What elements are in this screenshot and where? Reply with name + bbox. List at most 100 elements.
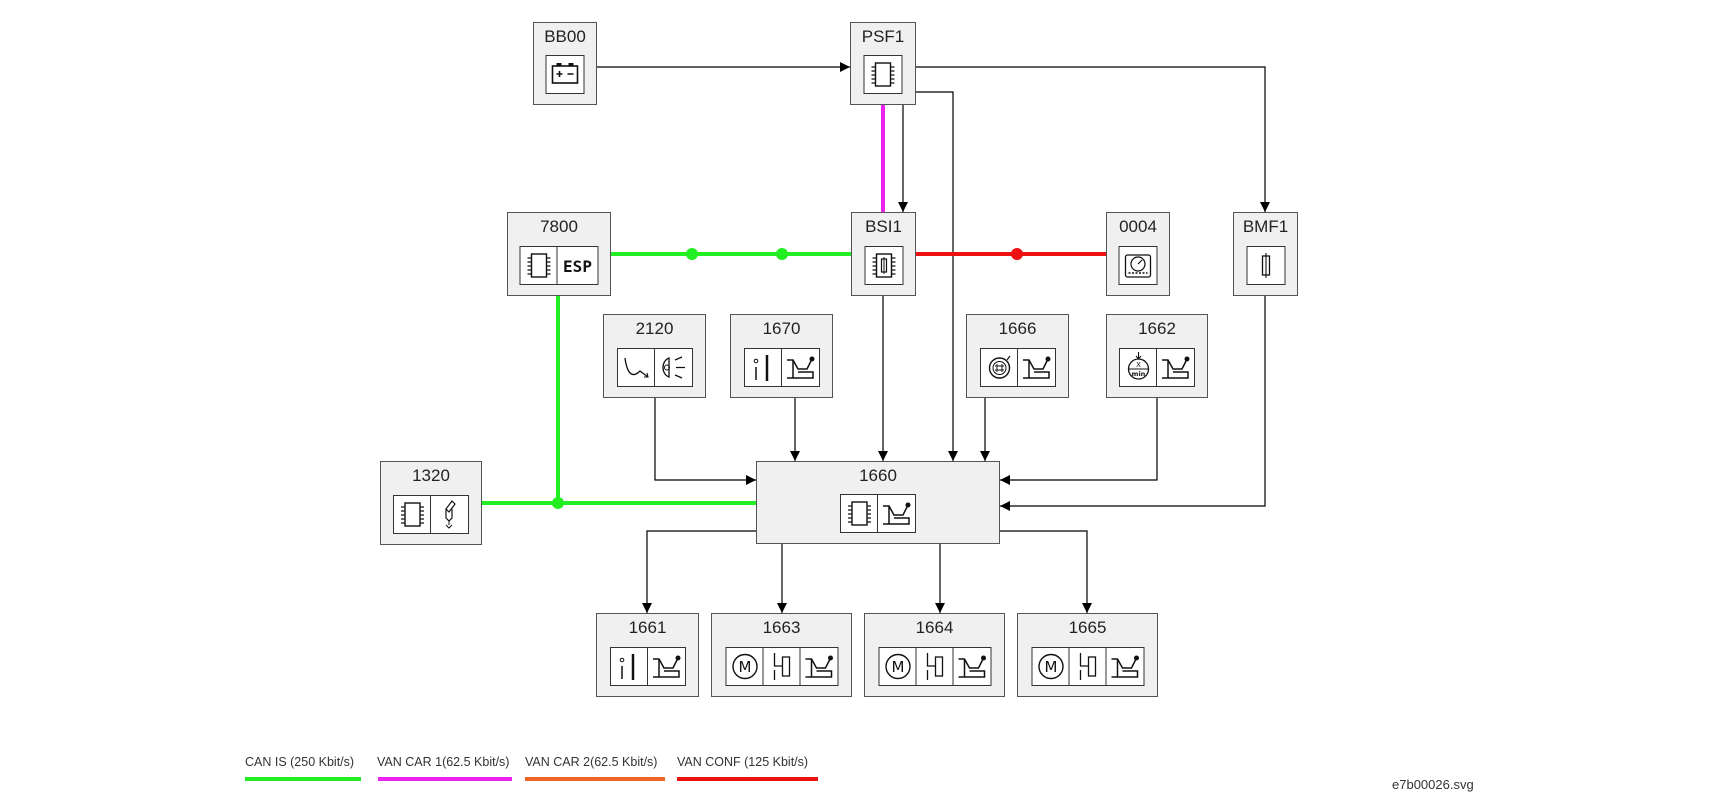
legend-line-van-conf [677,777,818,781]
ecu-chip-icon [521,247,558,284]
wire-1660-1665 [1000,530,1092,613]
icon-strip [864,246,903,285]
icon-strip: M [725,647,838,686]
node-2120[interactable]: 2120 [603,314,706,398]
node-label: 1670 [762,319,801,338]
node-label: 1660 [859,466,897,485]
node-7800[interactable]: 7800 ESP [507,212,611,296]
legend-line-van-car-1 [378,777,512,781]
wire-bmf1-1660 [1000,296,1266,511]
node-label: BSI1 [865,217,902,236]
node-label: 0004 [1119,217,1157,236]
node-bsi1[interactable]: BSI1 [851,212,916,296]
light-sensor-icon [618,349,655,386]
speed-selector-text-top: X [1136,361,1141,369]
instrument-panel-icon [1120,247,1157,284]
icon-strip: M [878,647,991,686]
node-1320[interactable]: 1320 [380,461,482,545]
node-1663[interactable]: 1663 M [711,613,852,697]
relay-icon [916,648,953,685]
wire-psf1-1660 [916,91,958,461]
wire-1662-1660 [1000,398,1158,485]
horn-icon [1106,648,1143,685]
icon-strip [979,348,1056,387]
horn-icon [878,495,915,532]
ecu-chip-icon [841,495,878,532]
horn-icon [1018,349,1055,386]
node-label: 1665 [1068,618,1107,637]
legend-label-van-conf: VAN CONF (125 Kbit/s) [677,755,809,769]
icon-strip: M [1031,647,1144,686]
node-label: 1664 [915,618,954,637]
icon-strip [609,647,686,686]
switch-icon [611,648,648,685]
node-psf1[interactable]: PSF1 [850,22,916,105]
wire-psf1-bmf1 [916,66,1270,212]
motor-icon-text: M [1044,658,1057,676]
motor-icon-text: M [738,658,751,676]
node-1661[interactable]: 1661 [596,613,699,697]
can-is-junction [686,248,698,260]
switch-icon [745,349,782,386]
legend-label-van-car-2: VAN CAR 2(62.5 Kbit/s) [525,755,658,769]
relay-icon [1069,648,1106,685]
node-label: 1662 [1138,319,1176,338]
can-is-junction [776,248,788,260]
ecu-chip-icon [394,496,431,533]
icon-strip [616,348,693,387]
icon-strip [863,55,903,94]
esp-icon: ESP [558,247,598,284]
node-label: BB00 [544,27,586,46]
horn-icon [1157,349,1194,386]
relay-icon [763,648,800,685]
node-0004[interactable]: 0004 [1106,212,1170,296]
legend-label-can-is: CAN IS (250 Kbit/s) [245,755,355,769]
ecu-chip-icon [865,56,902,93]
wire-1660-1661 [642,530,756,613]
wire-2120-1660 [654,398,756,485]
node-1670[interactable]: 1670 [730,314,833,398]
battery-icon [547,56,584,93]
filename-label: e7b00026.svg [1392,777,1474,792]
node-1665[interactable]: 1665 M [1017,613,1158,697]
ecu-fuse-icon [865,247,902,284]
node-bmf1[interactable]: BMF1 [1233,212,1298,296]
legend-line-van-car-2 [525,777,665,781]
rain-sensor-icon [981,349,1018,386]
icon-strip [840,494,916,533]
node-1660[interactable]: 1660 [756,461,1000,544]
motor-icon: M [1032,648,1069,685]
node-label: 1320 [412,466,450,485]
legend-label-van-car-1: VAN CAR 1(62.5 Kbit/s) [377,755,510,769]
horn-icon [782,349,819,386]
node-label: BMF1 [1242,217,1289,236]
node-label: 2120 [635,319,674,338]
motor-icon: M [726,648,763,685]
node-bb00[interactable]: BB00 [533,22,597,105]
van-conf-junction [1011,248,1023,260]
horn-icon [800,648,837,685]
motor-icon-text: M [891,658,904,676]
icon-strip [1118,246,1158,285]
horn-icon [648,648,685,685]
fuse-icon [1247,247,1284,284]
icon-strip [743,348,820,387]
legend-line-can-is [245,777,361,781]
can-is-junction [552,497,564,509]
node-1664[interactable]: 1664 M [864,613,1005,697]
node-label: 1666 [998,319,1037,338]
icon-strip [1246,246,1285,285]
node-1666[interactable]: 1666 [966,314,1069,398]
injector-icon [431,496,468,533]
node-label: 1663 [762,618,801,637]
horn-icon [953,648,990,685]
speed-selector-text-bottom: min [1132,370,1146,378]
node-label: 7800 [540,217,578,236]
node-label: 1661 [628,618,667,637]
esp-icon-text: ESP [563,257,592,276]
icon-strip [545,55,585,94]
